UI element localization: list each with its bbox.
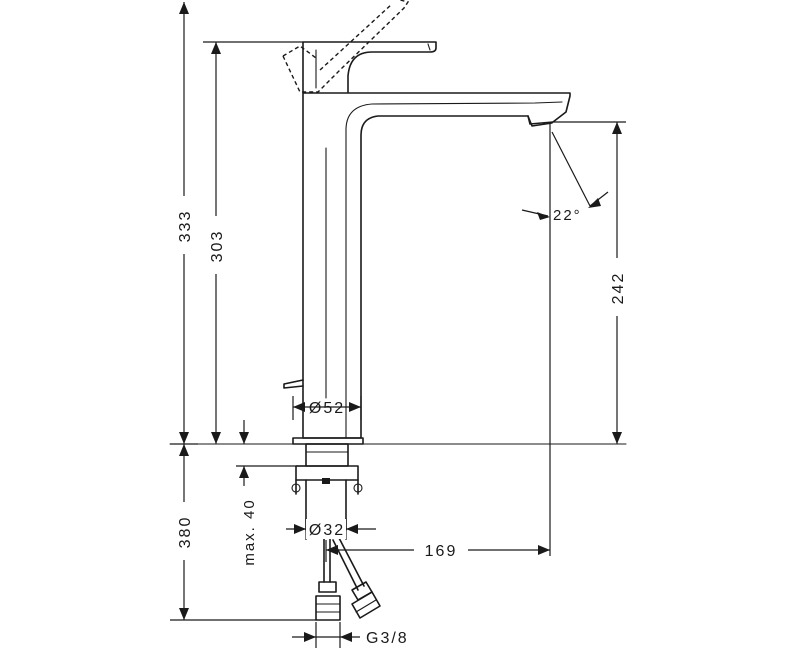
dimension-169: 169 [325,540,550,562]
dimension-303-label: 303 [209,230,226,263]
dimension-d52: Ø52 [292,396,362,420]
dimension-22-degree: 22° [521,124,609,556]
dimension-169-label: 169 [425,543,458,560]
base-flange [292,437,364,445]
dimension-333-label: 333 [177,210,194,243]
dimension-242: 242 [552,121,627,444]
lever-handle [302,41,437,93]
supply-hoses [315,529,381,621]
dimension-d52-label: Ø52 [309,400,345,417]
dimension-d32: Ø32 [286,518,376,540]
dimension-303: 303 [203,41,303,444]
lever-handle-open [282,0,410,93]
mounting-hardware [291,443,363,531]
dimension-380-label: 380 [177,516,194,549]
dimension-max40-label: max. 40 [241,498,258,565]
dimension-333: 333 [170,2,198,445]
dimension-g38-label: G3/8 [366,630,409,647]
dimension-max40: max. 40 [236,420,306,566]
popup-rod [283,379,304,389]
dimension-d32-label: Ø32 [309,522,345,539]
dimension-22-degree-label: 22° [553,207,582,224]
dimension-242-label: 242 [610,272,627,305]
dimension-g38: G3/8 [292,622,409,648]
dimension-380: 380 [170,444,316,621]
faucet-body [302,91,571,439]
